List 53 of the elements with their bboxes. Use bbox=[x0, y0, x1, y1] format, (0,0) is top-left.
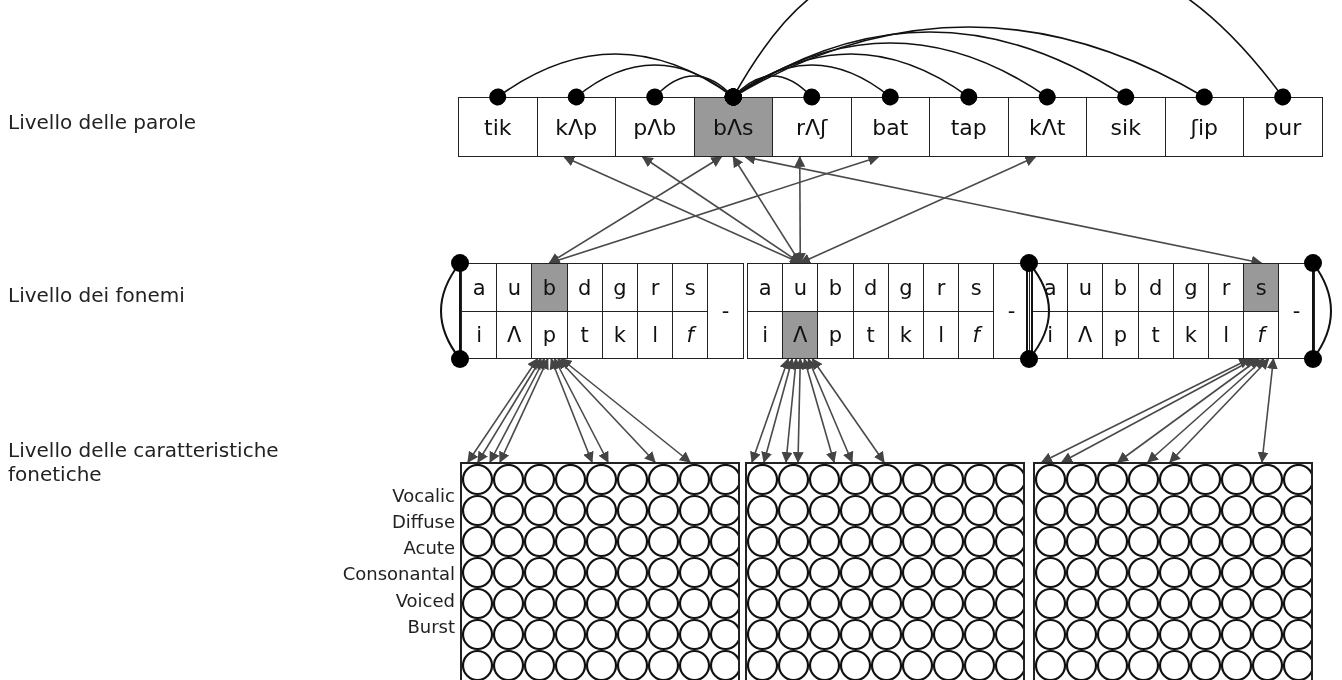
double-arrow bbox=[1147, 358, 1265, 463]
double-arrow bbox=[761, 357, 795, 464]
level-label: Livello dei fonemi bbox=[8, 283, 186, 307]
double-arrow bbox=[467, 358, 539, 463]
double-arrow bbox=[548, 156, 723, 264]
double-arrow bbox=[557, 358, 656, 463]
feature-label: Diffuse bbox=[390, 511, 455, 532]
double-arrow bbox=[792, 357, 806, 464]
double-arrow bbox=[560, 358, 691, 463]
feature-label: Vocalic bbox=[391, 485, 455, 506]
word-cell: pur bbox=[1243, 97, 1323, 157]
word-cell: sik bbox=[1086, 97, 1166, 157]
word-cell: bΛs bbox=[693, 97, 773, 157]
double-arrow bbox=[801, 357, 837, 464]
phoneme-cell: i bbox=[461, 311, 498, 359]
feature-label: Consonantal bbox=[341, 563, 455, 584]
word-cell: ʃip bbox=[1164, 97, 1244, 157]
double-arrow bbox=[1117, 358, 1260, 463]
word-cell: pΛb bbox=[615, 97, 695, 157]
double-arrow bbox=[553, 358, 609, 463]
double-arrow bbox=[549, 358, 594, 463]
word-cell: rΛʃ bbox=[772, 97, 852, 157]
feature-label: Voiced bbox=[394, 590, 455, 611]
phoneme-cell: a bbox=[747, 263, 784, 312]
double-arrow bbox=[477, 358, 542, 463]
phoneme-cell: i bbox=[747, 311, 784, 359]
double-arrow bbox=[489, 358, 546, 463]
phoneme-cell: a bbox=[461, 263, 498, 312]
feature-label: Acute bbox=[402, 537, 455, 558]
feature-grid bbox=[745, 462, 1025, 680]
feature-label: Burst bbox=[406, 616, 455, 637]
word-cell: kΛt bbox=[1007, 97, 1087, 157]
word-cell: tik bbox=[458, 97, 538, 157]
word-cell: bat bbox=[850, 97, 930, 157]
phoneme-cell: b bbox=[531, 263, 568, 312]
double-arrow bbox=[794, 155, 806, 265]
level-label: Livello delle caratteristiche fonetiche bbox=[8, 438, 280, 486]
double-arrow bbox=[781, 357, 801, 464]
phoneme-cell: - bbox=[707, 263, 744, 359]
double-arrow bbox=[811, 358, 885, 463]
feature-grid bbox=[1033, 462, 1313, 680]
phoneme-cell: s bbox=[1243, 263, 1280, 312]
word-cell: tap bbox=[929, 97, 1009, 157]
feature-grid bbox=[460, 462, 740, 680]
double-arrow bbox=[1169, 358, 1270, 463]
double-arrow bbox=[807, 358, 854, 463]
double-arrow bbox=[799, 156, 1037, 264]
word-cell: kΛp bbox=[536, 97, 616, 157]
double-arrow bbox=[499, 358, 549, 463]
phoneme-cell: Λ bbox=[782, 311, 819, 359]
double-arrow bbox=[1257, 357, 1278, 464]
double-arrow bbox=[750, 357, 791, 464]
level-label: Livello delle parole bbox=[8, 110, 198, 134]
